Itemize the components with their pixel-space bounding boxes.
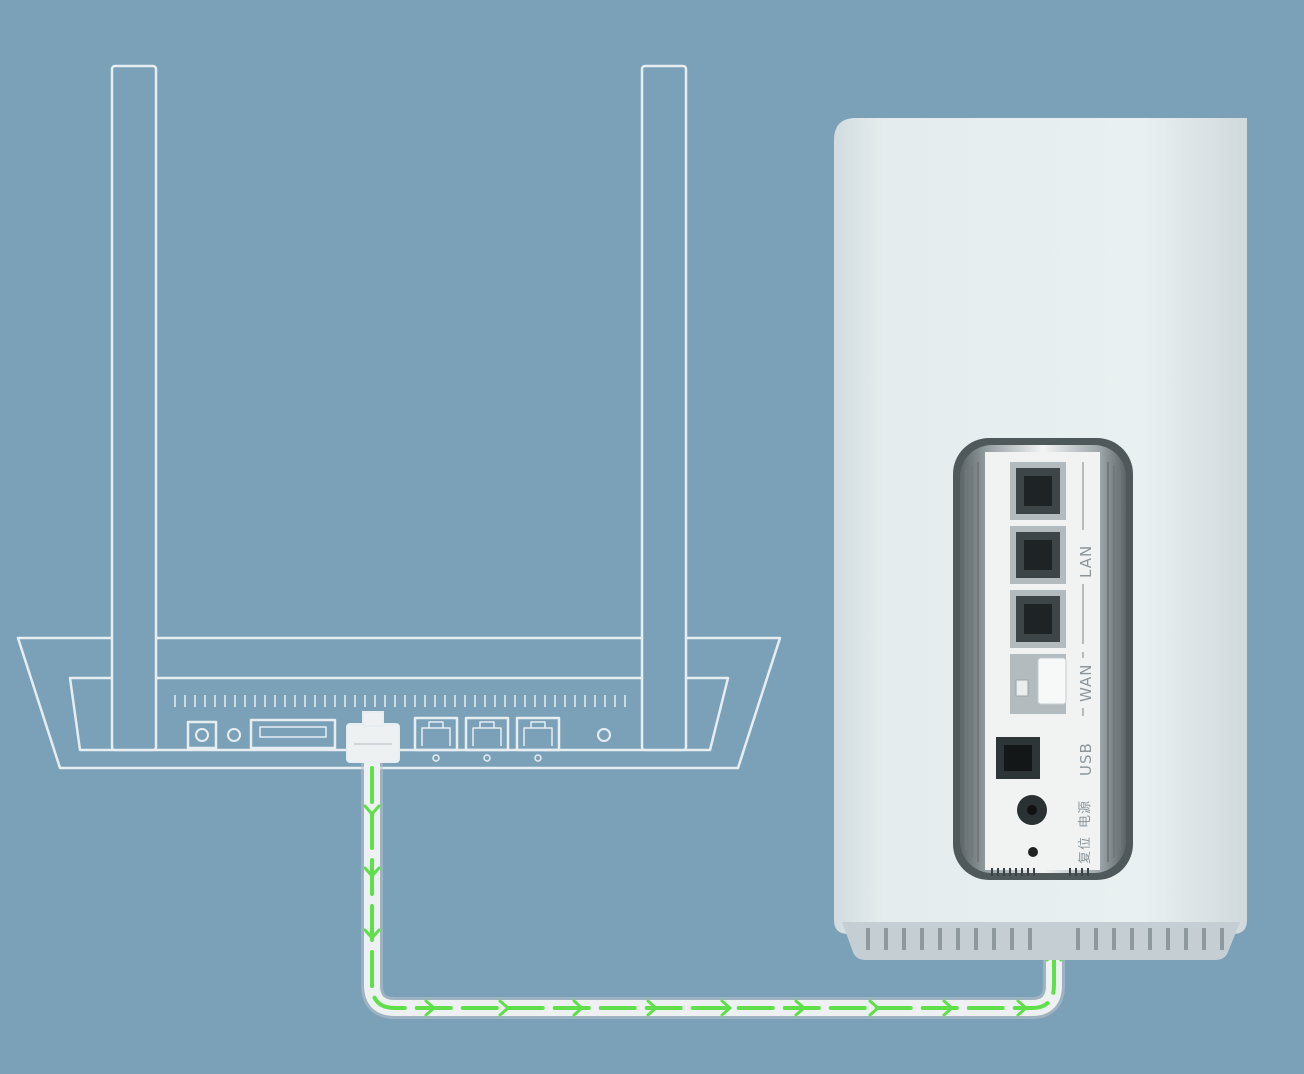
ethernet-cable <box>361 679 1065 1019</box>
label-usb: USB <box>1077 742 1095 776</box>
label-reset: 复位 <box>1078 836 1093 864</box>
new-router-usb-port <box>996 737 1040 779</box>
new-router-lan-port-3 <box>1010 590 1066 648</box>
old-router-lan-port-1 <box>413 716 459 762</box>
antenna-left <box>110 64 158 752</box>
new-router-reset-hole <box>1028 847 1038 857</box>
old-router-vents <box>174 695 626 707</box>
old-router-back-panel <box>68 676 730 752</box>
old-router-indicator <box>597 728 611 742</box>
old-router-antennas <box>110 64 688 752</box>
old-router-power-jack <box>186 720 218 750</box>
old-router-outline <box>16 636 782 770</box>
old-router-lan-port-3 <box>515 716 561 762</box>
label-wan: WAN <box>1077 664 1095 703</box>
old-router-usb-port <box>249 718 337 750</box>
old-router-lan-port-2 <box>464 716 510 762</box>
signal-flow-arrows <box>370 698 1056 1010</box>
new-router-wan-port <box>1010 654 1067 714</box>
cable-plug-old-router <box>346 711 400 763</box>
old-router-reset-hole <box>227 728 241 742</box>
new-router: LAN WAN USB 电源 复位 <box>834 118 1247 960</box>
new-router-base <box>842 922 1240 960</box>
new-router-lan-port-2 <box>1010 526 1066 584</box>
cable-plug-new-router <box>1037 657 1067 705</box>
label-lan: LAN <box>1077 545 1095 578</box>
new-router-base-vents <box>866 928 1224 950</box>
new-router-lan-port-1 <box>1010 462 1066 520</box>
new-router-recess-fins <box>965 462 1121 862</box>
label-power: 电源 <box>1078 800 1093 828</box>
antenna-right <box>640 64 688 752</box>
new-router-bottom-grille <box>991 868 1089 876</box>
old-router-body-outline <box>16 636 782 770</box>
